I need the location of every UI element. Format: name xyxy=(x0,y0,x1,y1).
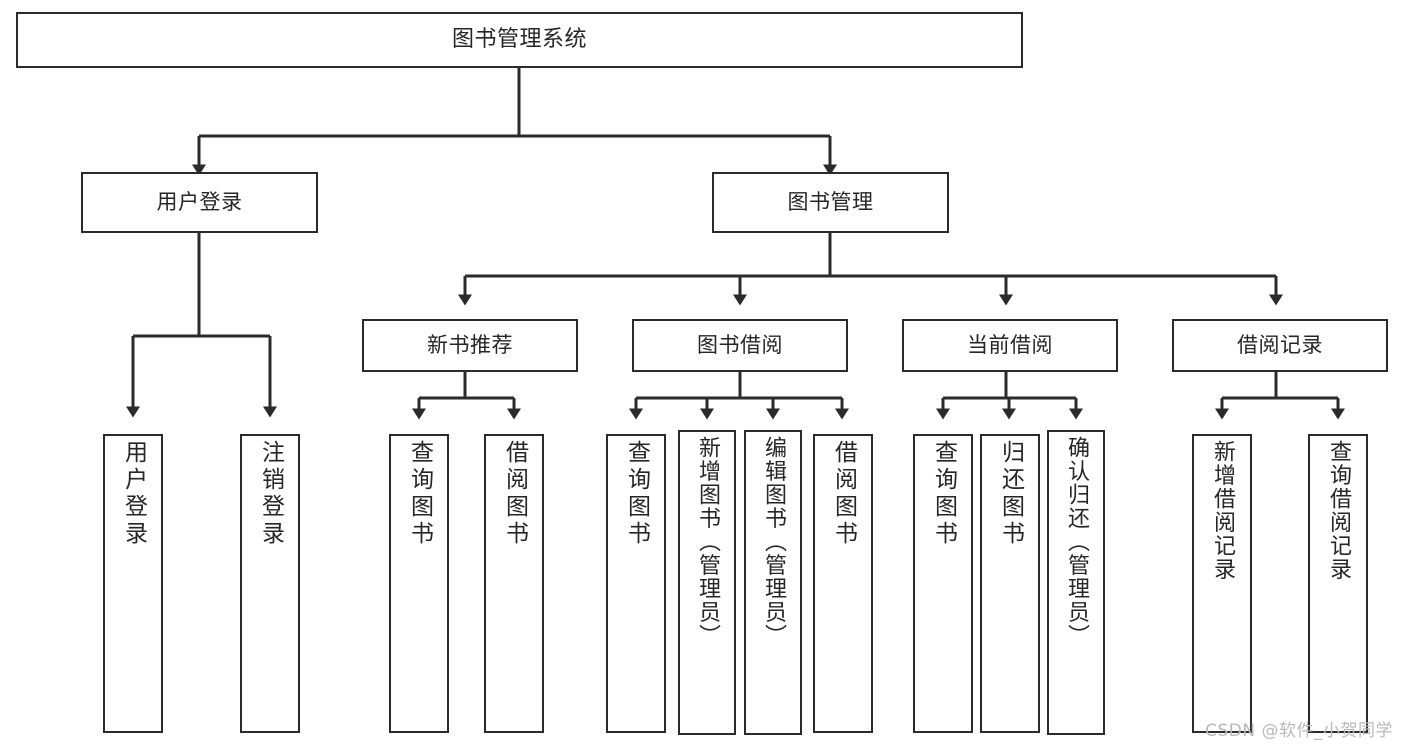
node-new-book-recommend-label: 新书推荐 xyxy=(427,333,513,358)
node-book-manage[interactable]: 图书管理 xyxy=(712,172,949,233)
leaf-query-book-1[interactable]: 查询图书 xyxy=(389,434,449,733)
node-user-login-label: 用户登录 xyxy=(156,190,243,215)
leaf-borrow-book-2-label: 借阅图书 xyxy=(830,440,857,548)
leaf-query-book-3-label: 查询图书 xyxy=(930,440,957,548)
node-root-book-management-system[interactable]: 图书管理系统 xyxy=(16,12,1023,68)
leaf-logout[interactable]: 注销登录 xyxy=(240,434,300,733)
node-root-label: 图书管理系统 xyxy=(451,27,587,53)
leaf-confirm-return[interactable]: 确认归还（管理员） xyxy=(1047,430,1105,735)
leaf-add-record[interactable]: 新增借阅记录 xyxy=(1192,434,1252,733)
leaf-query-record[interactable]: 查询借阅记录 xyxy=(1308,434,1368,733)
leaf-confirm-return-label: 确认归还（管理员） xyxy=(1064,436,1089,648)
leaf-query-book-2-label: 查询图书 xyxy=(623,440,650,548)
node-borrow-record[interactable]: 借阅记录 xyxy=(1172,319,1388,372)
leaf-borrow-book-2[interactable]: 借阅图书 xyxy=(813,434,873,733)
leaf-logout-label: 注销登录 xyxy=(257,440,284,548)
leaf-return-book[interactable]: 归还图书 xyxy=(980,434,1040,733)
watermark: CSDN @软件_小贺同学 xyxy=(1205,721,1393,741)
leaf-user-login-label: 用户登录 xyxy=(120,440,147,548)
node-book-borrow-label: 图书借阅 xyxy=(697,333,783,358)
leaf-user-login[interactable]: 用户登录 xyxy=(103,434,163,733)
node-book-borrow[interactable]: 图书借阅 xyxy=(632,319,848,372)
leaf-query-book-3[interactable]: 查询图书 xyxy=(913,434,973,733)
node-new-book-recommend[interactable]: 新书推荐 xyxy=(362,319,578,372)
node-current-borrow[interactable]: 当前借阅 xyxy=(902,319,1118,372)
leaf-add-record-label: 新增借阅记录 xyxy=(1210,440,1235,581)
leaf-add-book[interactable]: 新增图书（管理员） xyxy=(678,430,736,735)
leaf-edit-book-label: 编辑图书（管理员） xyxy=(761,436,786,648)
node-borrow-record-label: 借阅记录 xyxy=(1237,333,1323,358)
leaf-edit-book[interactable]: 编辑图书（管理员） xyxy=(744,430,802,735)
leaf-return-book-label: 归还图书 xyxy=(997,440,1024,548)
leaf-borrow-book-1[interactable]: 借阅图书 xyxy=(484,434,544,733)
node-book-manage-label: 图书管理 xyxy=(787,190,874,215)
leaf-borrow-book-1-label: 借阅图书 xyxy=(501,440,528,548)
leaf-query-book-2[interactable]: 查询图书 xyxy=(606,434,666,733)
leaf-query-record-label: 查询借阅记录 xyxy=(1326,440,1351,581)
leaf-query-book-1-label: 查询图书 xyxy=(406,440,433,548)
node-current-borrow-label: 当前借阅 xyxy=(967,333,1053,358)
leaf-add-book-label: 新增图书（管理员） xyxy=(695,436,720,648)
node-user-login[interactable]: 用户登录 xyxy=(81,172,318,233)
